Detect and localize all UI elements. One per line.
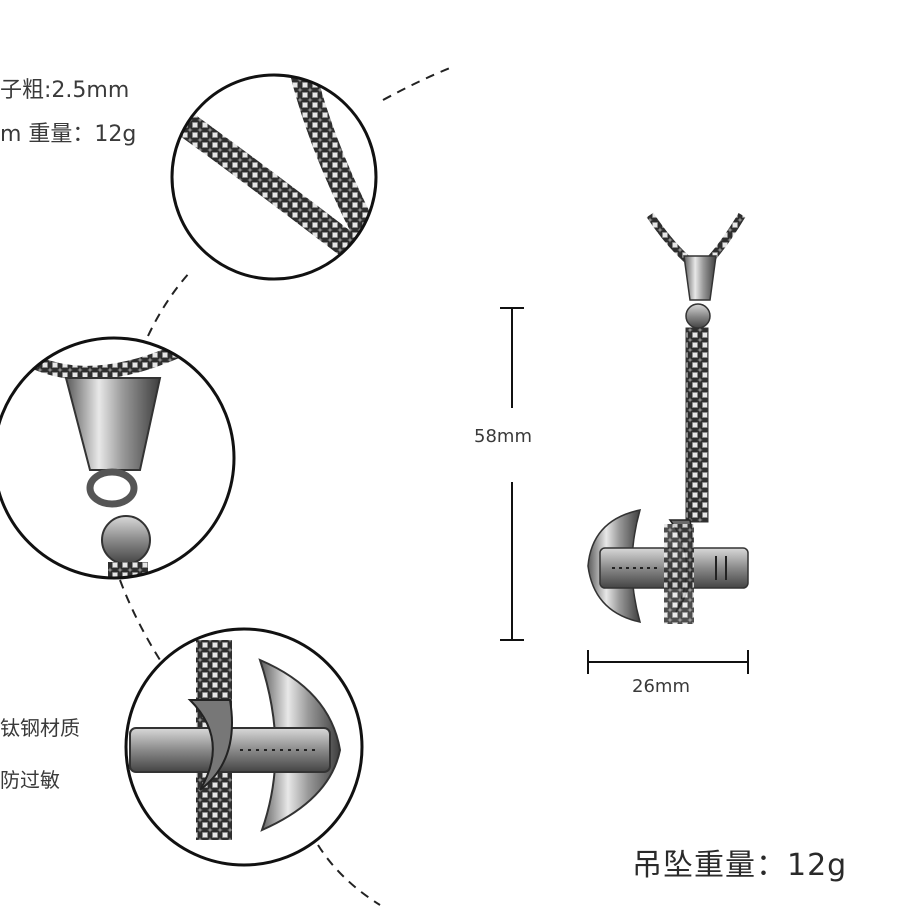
dashed-connector-lines — [119, 67, 451, 906]
chain-weight-spec: m 重量：12g — [0, 122, 137, 147]
height-dimension-line — [500, 307, 524, 641]
width-dimension-line — [587, 650, 749, 674]
axe-pendant-main — [587, 212, 749, 624]
height-dimension-label: 58mm — [474, 426, 532, 447]
chain-thickness-spec: 子粗:2.5mm — [0, 78, 130, 103]
material-label: 钛钢材质 — [0, 716, 80, 740]
bail-detail-circle — [0, 336, 236, 580]
chain-detail-circle — [170, 73, 378, 281]
pendant-weight-label: 吊坠重量：12g — [632, 848, 848, 883]
width-dimension-label: 26mm — [632, 676, 690, 697]
hypoallergenic-label: 防过敏 — [0, 768, 60, 792]
axe-head-detail-circle — [124, 627, 364, 867]
